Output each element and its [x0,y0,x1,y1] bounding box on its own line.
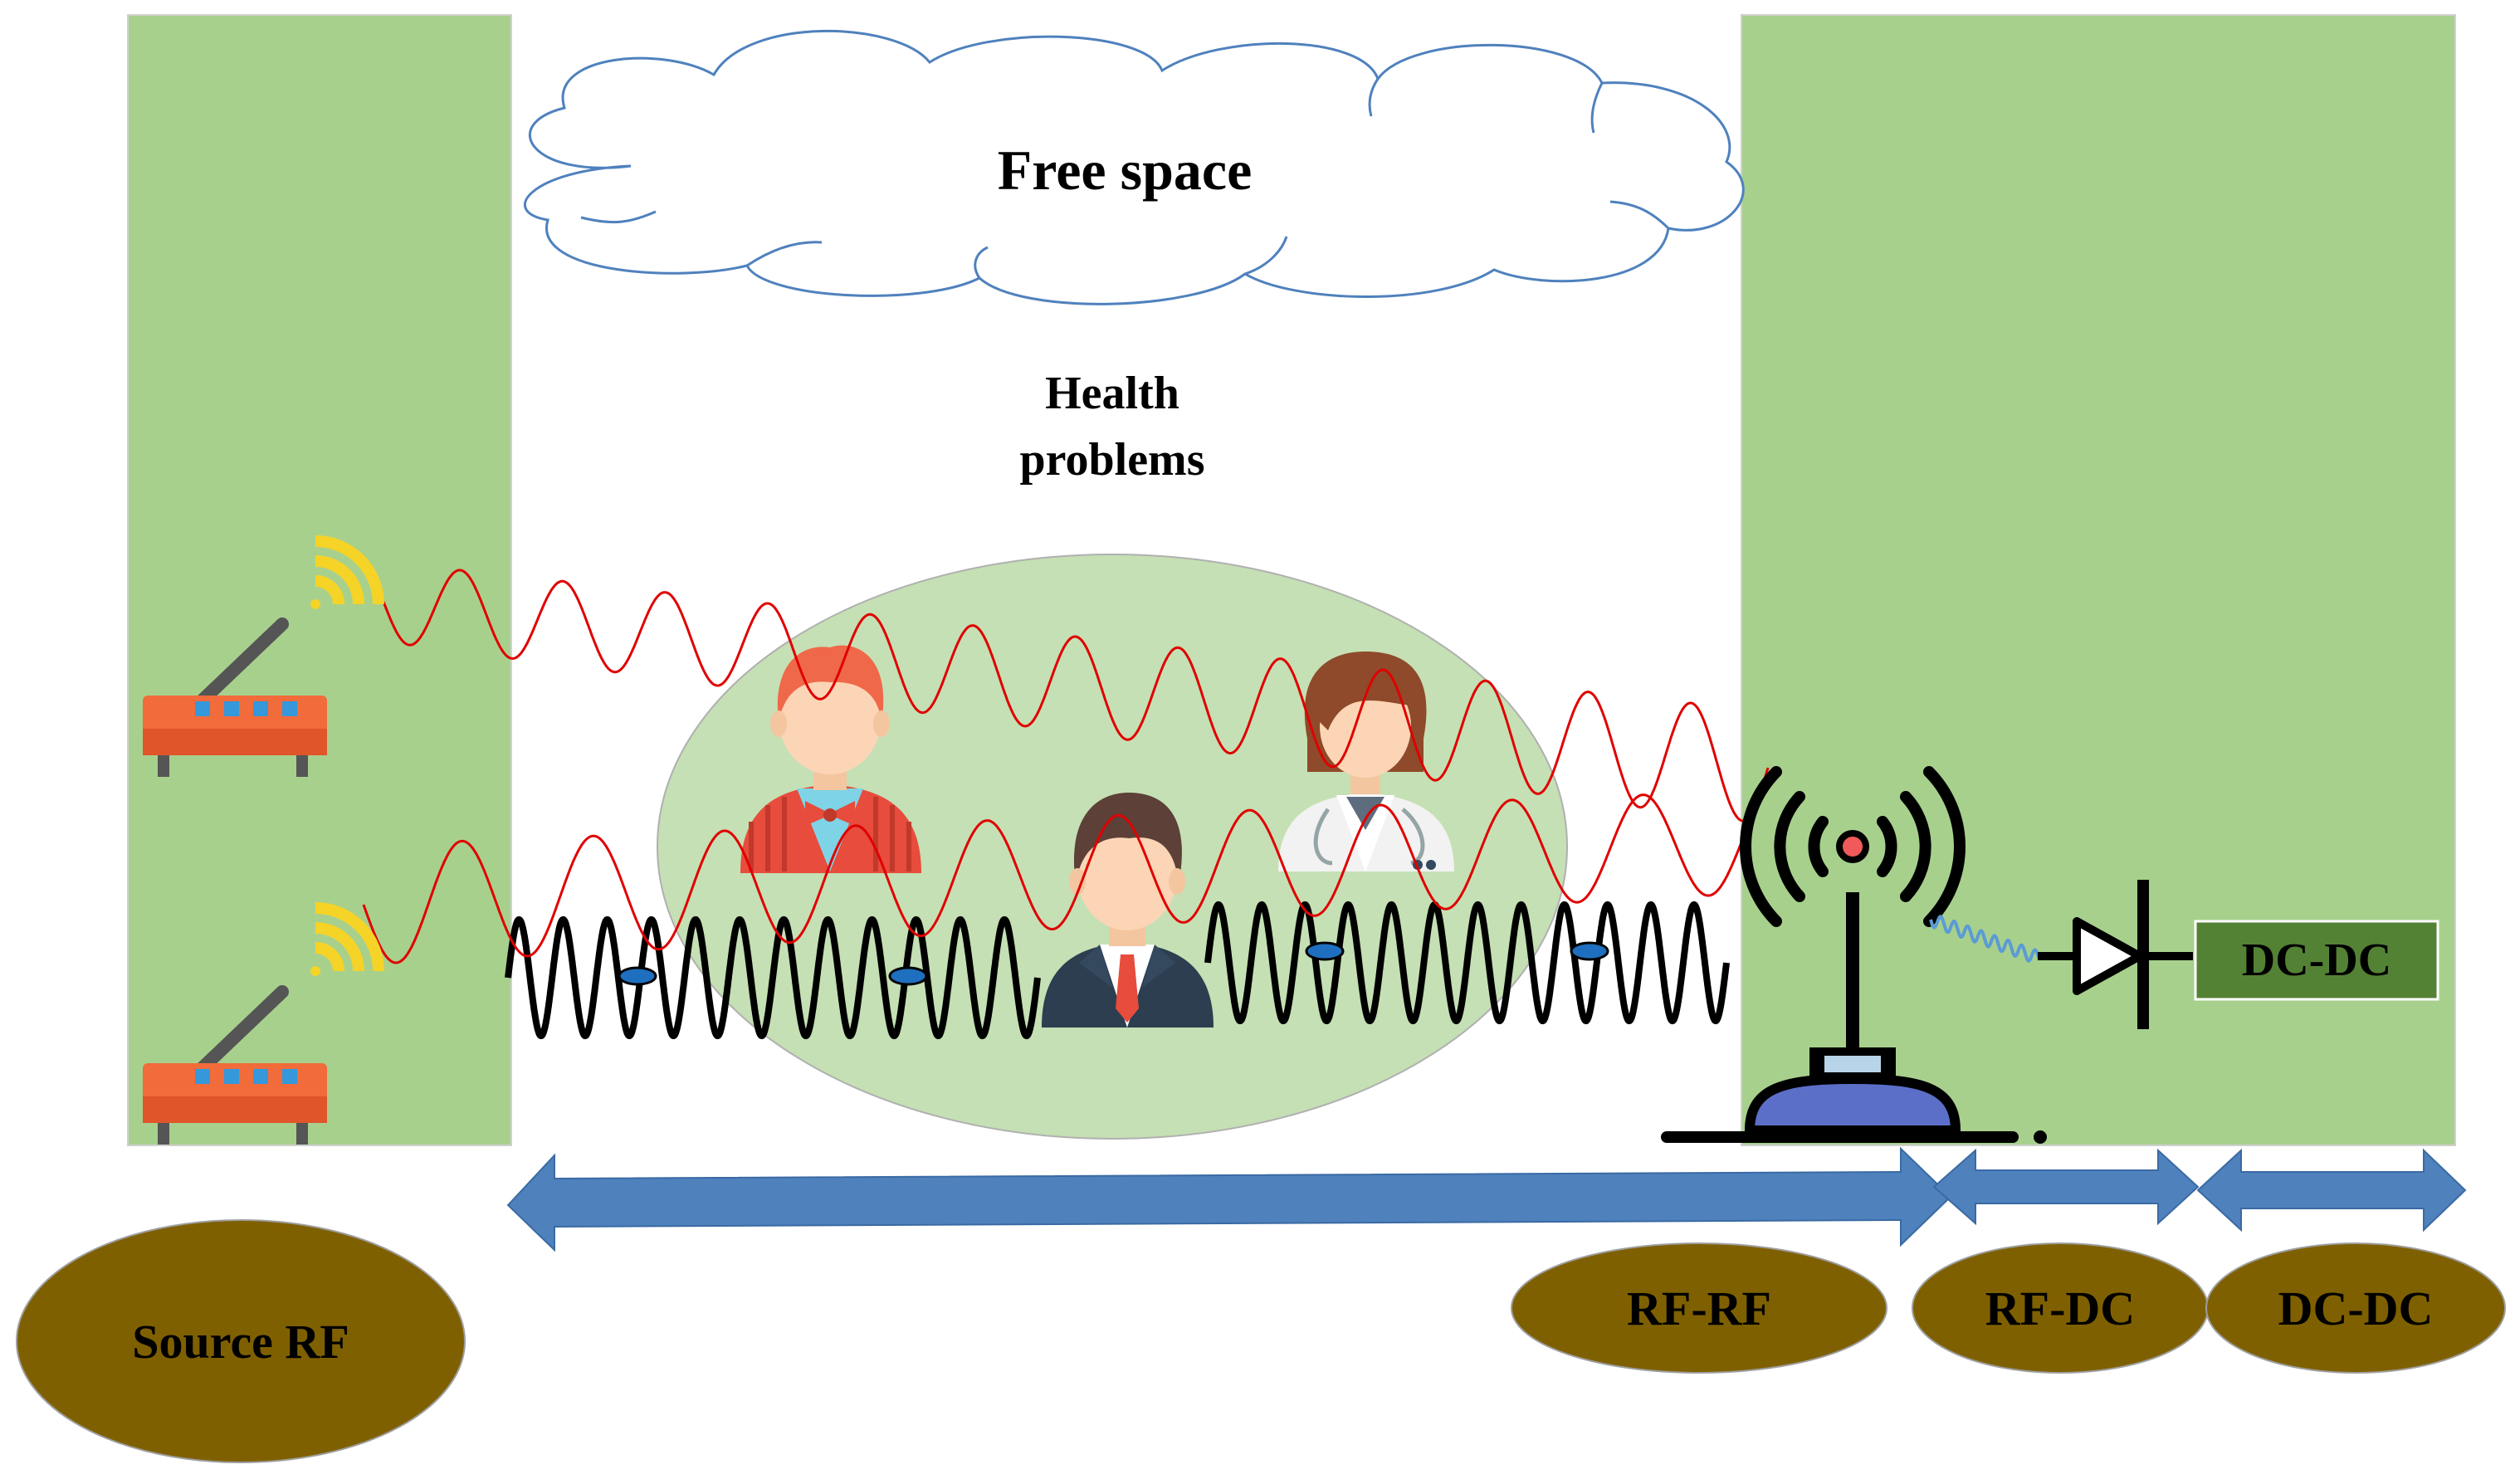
stage-label: RF-RF [1627,1281,1771,1335]
free-space-label: Free space [998,139,1253,202]
rfdc-range-arrow [1932,1148,2200,1226]
stage-rf-dc: RF-DC [1912,1242,2209,1374]
stage-label: DC-DC [2278,1281,2434,1335]
health-label-line2: problems [1020,434,1205,486]
dcdc-box-label: DC-DC [2242,935,2391,986]
stage-label: RF-DC [1985,1281,2135,1335]
wifi-router-icon [143,618,327,777]
wifi-signal-icon [310,535,384,609]
wave-marker [618,966,657,986]
coil-connector [1929,915,2040,963]
wave-marker [1305,941,1345,961]
rfrf-range-arrow [506,1146,1952,1252]
wave-markers [618,941,1609,986]
wifi-router-icon [143,985,327,1145]
diode-icon [2038,880,2193,1029]
antenna-tower-icon [1661,766,2047,1144]
wave-marker [888,966,928,986]
stage-label: Source RF [132,1315,349,1369]
stage-rf-rf: RF-RF [1511,1242,1887,1374]
dcdc-converter-box [2194,920,2439,1001]
cloud-shape [523,29,1745,305]
red-signal-wave-lower [362,793,1743,964]
wifi-signal-icon [310,902,384,976]
red-signal-wave-upper [382,569,1770,823]
businessman-icon [1042,793,1214,1028]
health-label-line1: Health [1045,368,1179,419]
stage-source-rf: Source RF [16,1219,466,1463]
black-signal-wave [505,901,1730,1040]
dcdc-range-arrow [2196,1148,2467,1233]
stage-dc-dc: DC-DC [2205,1242,2506,1374]
wave-marker [1570,941,1609,961]
